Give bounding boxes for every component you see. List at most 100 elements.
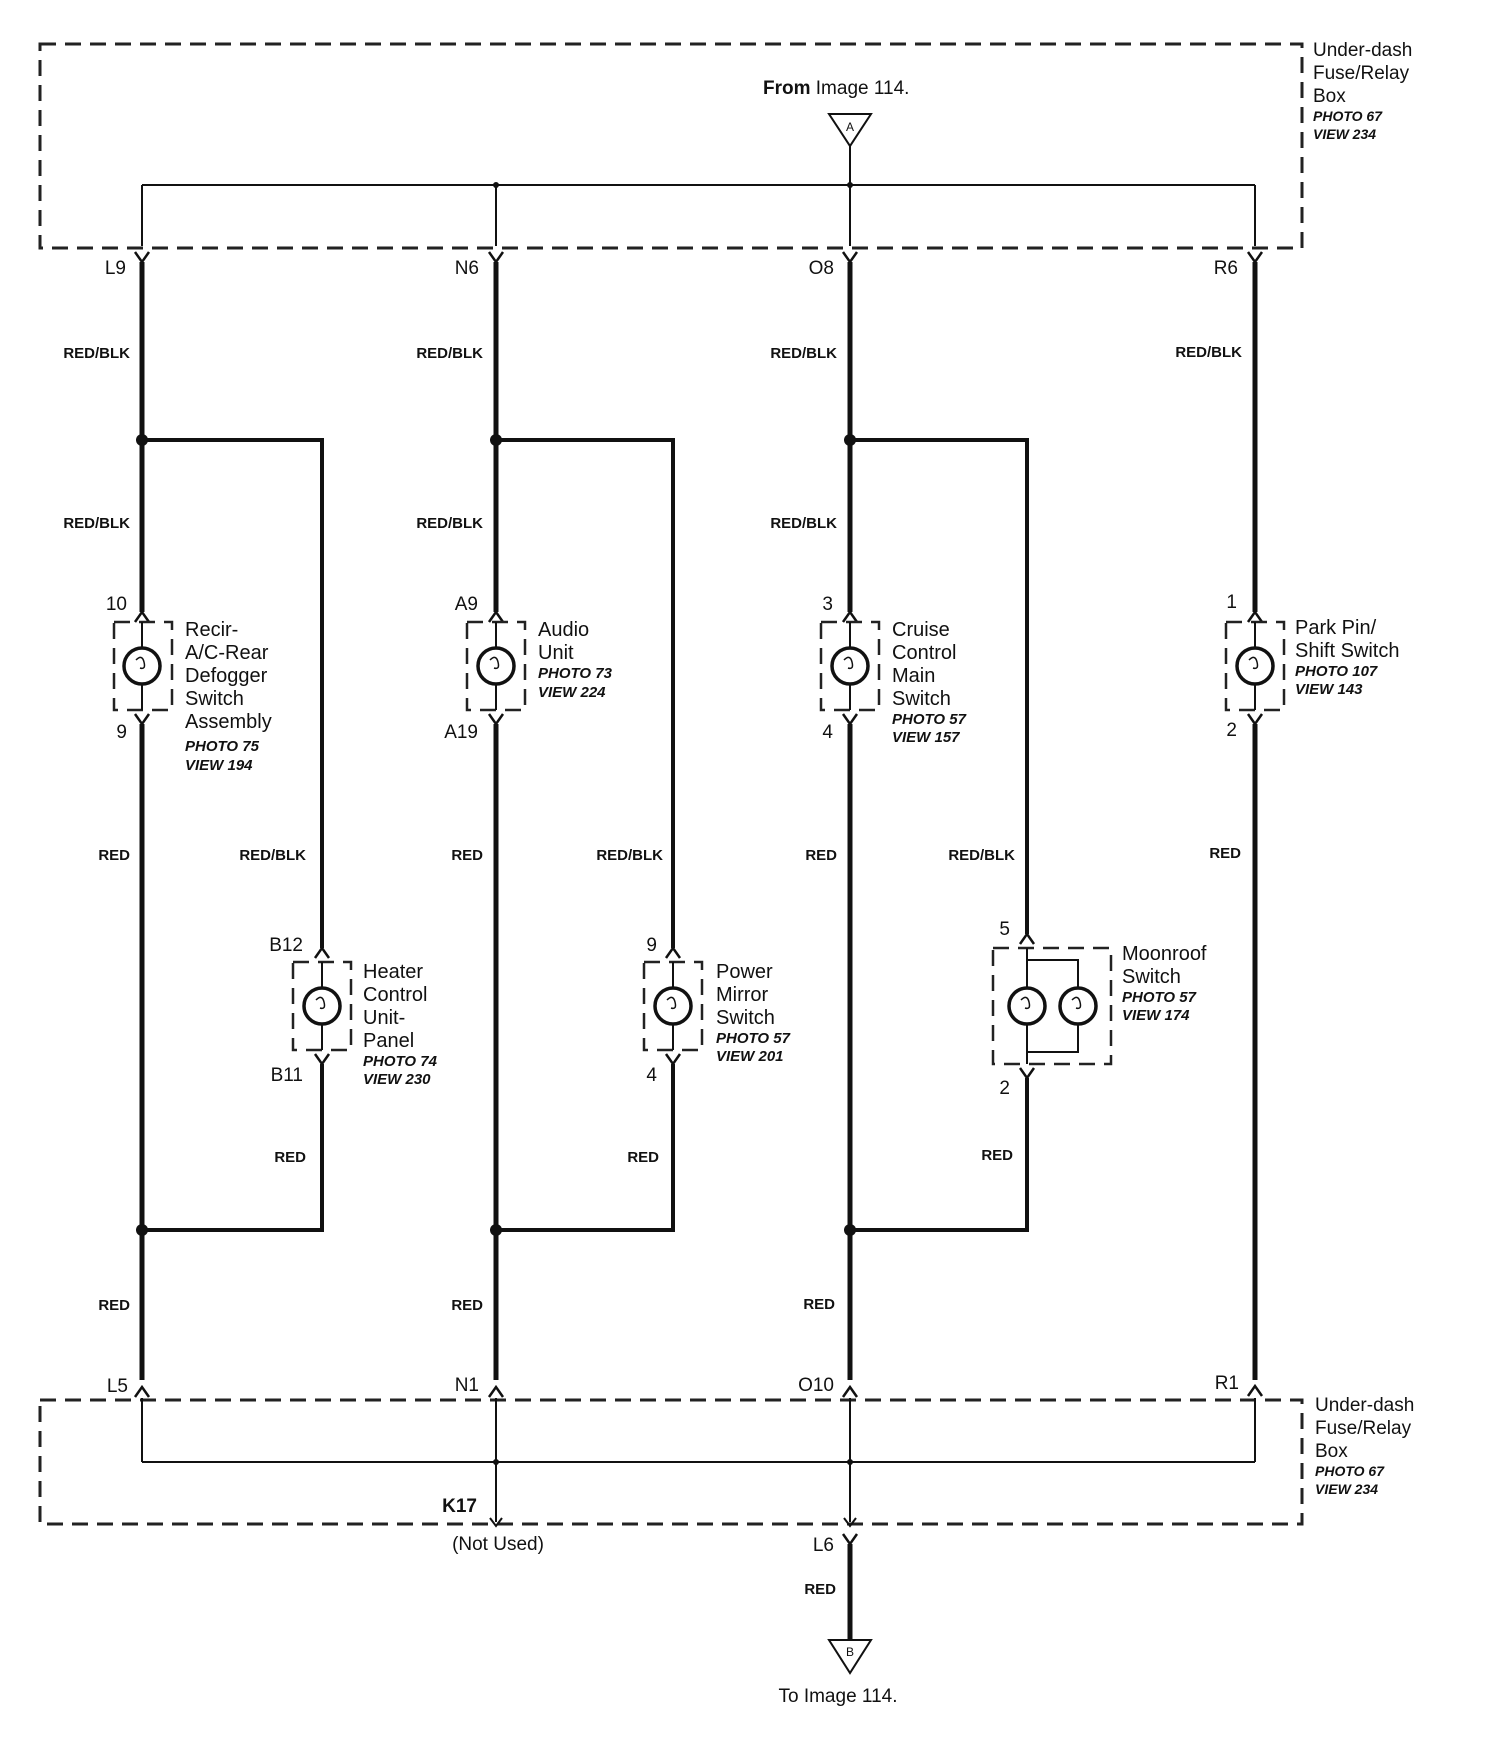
switch-4-name-1: Park Pin/: [1295, 617, 1377, 639]
switch-3-box: [819, 620, 881, 712]
switch-2-view: VIEW 224: [538, 684, 606, 701]
switch-3-photo: PHOTO 57: [892, 711, 967, 728]
fuse-box-bottom-name-3: Box: [1315, 1441, 1348, 1462]
switch-2-name-2: Unit: [538, 642, 574, 664]
terminal-l9: L9: [105, 258, 126, 279]
bottom-internal-bus: [141, 1398, 1256, 1528]
wire-color-col2-branch-bottom: RED: [627, 1149, 659, 1166]
wire-color-col3-top: RED/BLK: [770, 345, 837, 362]
switch-4-box: [1224, 620, 1286, 712]
terminal-r1: R1: [1215, 1373, 1239, 1394]
from-label-rest: Image 114.: [816, 78, 910, 99]
wire-color-col2-branch-top: RED/BLK: [596, 847, 663, 864]
column-4: R6 RED/BLK 1 2 Park Pin/ Shift Switch PH…: [1175, 251, 1399, 1397]
moonroof-switch-box: [991, 946, 1113, 1066]
branch-switch-1-box: [291, 960, 353, 1052]
switch-1-name-5: Assembly: [185, 711, 272, 733]
column-2: N6 RED/BLK RED/BLK A9 A19 Audio Unit PHO…: [416, 251, 791, 1398]
fuse-box-top-name-1: Under-dash: [1313, 40, 1412, 61]
wire-color-col2-bottom: RED: [451, 1297, 483, 1314]
switch-3-name-4: Switch: [892, 688, 951, 710]
branch-switch-3-photo: PHOTO 57: [1122, 989, 1197, 1006]
switch-2-photo: PHOTO 73: [538, 665, 613, 682]
switch-1-photo: PHOTO 75: [185, 738, 260, 755]
switch-1-view: VIEW 194: [185, 757, 253, 774]
connector-a-triangle: A: [827, 113, 873, 148]
fuse-box-top-photo: PHOTO 67: [1313, 108, 1383, 124]
wire-color-l6: RED: [804, 1581, 836, 1598]
branch-switch-1-name-4: Panel: [363, 1030, 414, 1052]
branch-switch-2-photo: PHOTO 57: [716, 1030, 791, 1047]
branch-switch-1-name-3: Unit-: [363, 1007, 405, 1029]
top-internal-bus: [141, 146, 1256, 246]
switch-1-pin-in: 10: [106, 594, 127, 615]
branch-switch-3-pin-out: 2: [999, 1078, 1010, 1099]
switch-3-pin-out: 4: [822, 722, 833, 743]
wire-color-col2-low: RED: [451, 847, 483, 864]
connector-a-label: A: [846, 120, 854, 134]
wire-color-col3-mid: RED/BLK: [770, 515, 837, 532]
switch-3-name-1: Cruise: [892, 619, 950, 641]
switch-1-pin-out: 9: [116, 722, 127, 743]
switch-1-name-2: A/C-Rear: [185, 642, 269, 664]
wire-color-col3-low: RED: [805, 847, 837, 864]
switch-2-pin-out: A19: [444, 722, 478, 743]
fuse-box-bottom-photo: PHOTO 67: [1315, 1463, 1385, 1479]
branch-switch-3-name-2: Switch: [1122, 966, 1181, 988]
switch-4-pin-in: 1: [1226, 592, 1237, 613]
to-label: To Image 114.: [778, 1686, 897, 1707]
terminal-n6: N6: [455, 258, 479, 279]
branch-switch-2-pin-out: 4: [646, 1065, 657, 1086]
switch-4-photo: PHOTO 107: [1295, 663, 1378, 680]
fuse-box-top-name-2: Fuse/Relay: [1313, 63, 1410, 84]
fuse-box-bottom-name-1: Under-dash: [1315, 1395, 1414, 1416]
branch-switch-3-pin-in: 5: [999, 919, 1010, 940]
connector-b-label: B: [846, 1645, 854, 1659]
wire-color-col1-top: RED/BLK: [63, 345, 130, 362]
terminal-o8: O8: [809, 258, 834, 279]
column-3: O8 RED/BLK RED/BLK 3 4 Cruise Control Ma…: [770, 251, 1207, 1398]
terminal-k17: K17: [442, 1496, 477, 1517]
wire-color-col1-low: RED: [98, 847, 130, 864]
branch-switch-3-view: VIEW 174: [1122, 1007, 1190, 1024]
terminal-l5: L5: [107, 1376, 128, 1397]
switch-2-name-1: Audio: [538, 619, 589, 641]
fuse-box-top-name-3: Box: [1313, 86, 1346, 107]
terminal-r6: R6: [1214, 258, 1238, 279]
fuse-box-bottom-name-2: Fuse/Relay: [1315, 1418, 1412, 1439]
wire-color-col4-low: RED: [1209, 845, 1241, 862]
switch-3-view: VIEW 157: [892, 729, 960, 746]
switch-3-pin-in: 3: [822, 594, 833, 615]
switch-1-name-1: Recir-: [185, 619, 238, 641]
switch-1-name-3: Defogger: [185, 665, 268, 687]
wire-color-col3-branch-bottom: RED: [981, 1147, 1013, 1164]
wire-color-col3-bottom: RED: [803, 1296, 835, 1313]
switch-3-name-3: Main: [892, 665, 935, 687]
terminal-o10: O10: [798, 1375, 834, 1396]
wire-color-col1-mid: RED/BLK: [63, 515, 130, 532]
branch-switch-2-box: [642, 960, 704, 1052]
switch-4-name-2: Shift Switch: [1295, 640, 1399, 662]
branch-switch-1-view: VIEW 230: [363, 1071, 431, 1088]
branch-switch-2-name-3: Switch: [716, 1007, 775, 1029]
wire-color-col2-mid: RED/BLK: [416, 515, 483, 532]
from-label: From Image 114.: [763, 78, 909, 99]
branch-switch-2-view: VIEW 201: [716, 1048, 784, 1065]
switch-2-box: [465, 620, 527, 712]
fuse-box-bottom-view: VIEW 234: [1315, 1481, 1378, 1497]
branch-switch-1-pin-out: B11: [271, 1065, 303, 1086]
branch-switch-2-pin-in: 9: [646, 935, 657, 956]
wire-color-col4-top: RED/BLK: [1175, 344, 1242, 361]
column-1: L9 RED/BLK RED/BLK 10 9 Recir- A/C-Rear …: [63, 251, 438, 1398]
branch-switch-3-name-1: Moonroof: [1122, 943, 1207, 965]
l6-output: L6 RED: [804, 1533, 859, 1640]
branch-switch-1-name-2: Control: [363, 984, 427, 1006]
terminal-l6: L6: [813, 1535, 834, 1556]
switch-1-box: [112, 620, 174, 712]
branch-switch-2-name-2: Mirror: [716, 984, 769, 1006]
switch-4-view: VIEW 143: [1295, 681, 1363, 698]
wire-color-col2-top: RED/BLK: [416, 345, 483, 362]
branch-switch-2-name-1: Power: [716, 961, 773, 983]
switch-4-pin-out: 2: [1226, 720, 1237, 741]
